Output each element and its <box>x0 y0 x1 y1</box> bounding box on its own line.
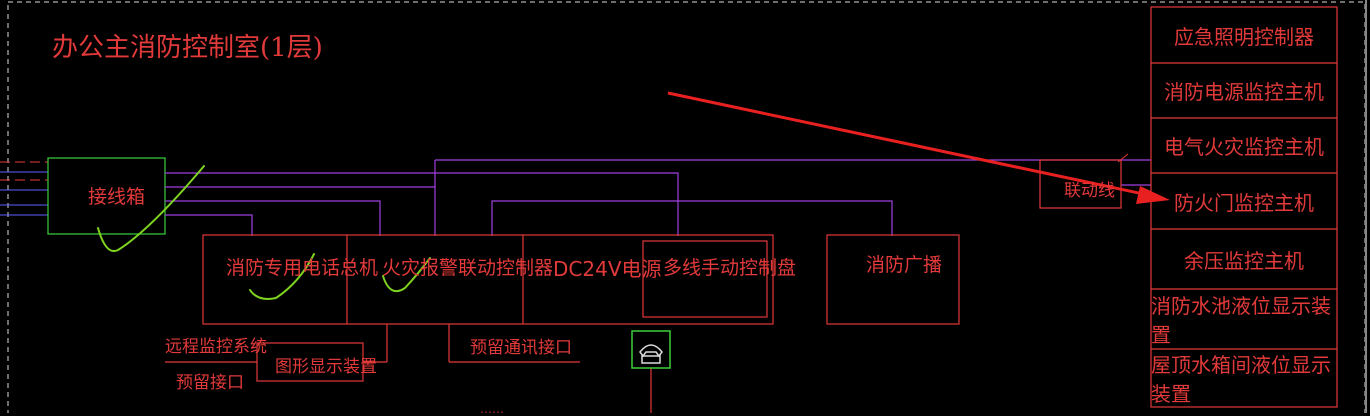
check-alarm-controller <box>382 257 431 292</box>
panel-unit-alarm-controller: 火灾报警联动控制器 <box>382 257 554 279</box>
check-phone-host <box>249 253 315 300</box>
panel-unit-manual-control: 多线手动控制盘 <box>663 257 797 279</box>
drawing-title: 办公主消防控制室(1层) <box>52 33 323 63</box>
right-cell-emergency-lighting[interactable]: 应急照明控制器 <box>1174 24 1314 49</box>
remote-monitor-reserved-label: 预留接口 <box>176 373 244 393</box>
panel-unit-power-supply: DC24V电源 <box>553 257 662 281</box>
linkage-line-label: 联动线 <box>1064 181 1115 201</box>
right-cell-power-monitor[interactable]: 消防电源监控主机 <box>1164 80 1324 104</box>
telephone-icon[interactable] <box>631 330 671 369</box>
junction-box[interactable] <box>47 157 166 235</box>
incoming-leads <box>0 161 48 216</box>
green-checkmarks <box>97 165 431 300</box>
junction-box-label: 接线箱 <box>88 186 146 208</box>
manual-control-panel-box[interactable] <box>642 240 768 318</box>
lower-connectors <box>165 324 652 413</box>
right-cell-tank-level[interactable]: 屋顶水箱间液位显示装置 <box>1151 353 1331 406</box>
right-cell-pool-level[interactable]: 消防水池液位显示装置 <box>1151 294 1331 347</box>
broadcast-box[interactable] <box>826 234 960 325</box>
broadcast-label: 消防广播 <box>866 254 943 276</box>
main-panel[interactable] <box>202 234 774 325</box>
check-junction-box <box>97 165 205 252</box>
linkage-tick <box>1117 153 1129 163</box>
bottom-partial-label: …… <box>480 402 504 416</box>
right-cell-electrical-fire[interactable]: 电气火灾监控主机 <box>1164 135 1324 159</box>
right-cell-residual-pressure[interactable]: 余压监控主机 <box>1184 248 1304 273</box>
purple-bus-lines <box>165 159 1151 236</box>
reserved-comm-label: 预留通讯接口 <box>470 338 572 358</box>
red-arrow-annotation <box>667 91 1170 204</box>
linkage-line-box[interactable] <box>1039 159 1122 209</box>
right-column-frame <box>1150 6 1338 408</box>
graphic-display-label: 图形显示装置 <box>275 357 377 377</box>
remote-monitor-label: 远程监控系统 <box>165 337 267 357</box>
panel-unit-phone-host: 消防专用电话总机 <box>226 257 379 279</box>
right-cell-fire-door[interactable]: 防火门监控主机 <box>1174 190 1314 215</box>
